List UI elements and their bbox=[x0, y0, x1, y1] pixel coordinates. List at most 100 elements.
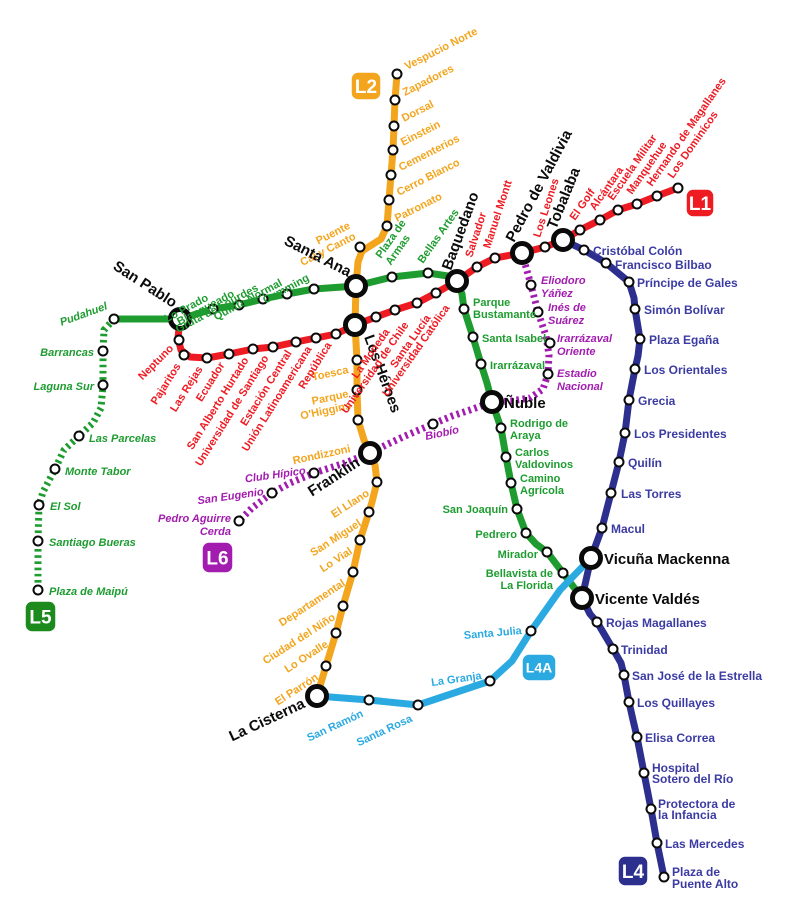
station-santa-rosa bbox=[412, 699, 424, 711]
station-san-jose-de-la-estrella bbox=[618, 669, 630, 681]
station-quilin bbox=[613, 456, 625, 468]
station-plaza-de-armas bbox=[386, 271, 398, 283]
station-el-golf bbox=[574, 224, 586, 236]
station-el-parron bbox=[320, 660, 332, 672]
station-baquedano bbox=[445, 269, 469, 293]
station-toesca bbox=[351, 354, 363, 366]
metro-stations-layer bbox=[32, 68, 684, 883]
station-plaza-de-maipu bbox=[32, 584, 44, 596]
station-protectora-de-la-infancia bbox=[645, 803, 657, 815]
station-los-leones bbox=[539, 241, 551, 253]
station-trinidad bbox=[607, 643, 619, 655]
station-san-miguel bbox=[363, 506, 375, 518]
label-las-parcelas: Las Parcelas bbox=[89, 433, 156, 445]
station-manuel-montt bbox=[489, 252, 501, 264]
station-la-granja bbox=[484, 675, 496, 687]
station-vicuna-mackenna bbox=[579, 546, 603, 570]
station-vicente-valdes bbox=[570, 586, 594, 610]
line-l4 bbox=[559, 236, 668, 881]
station-plaza-egana bbox=[634, 333, 646, 345]
station-san-ramon bbox=[363, 694, 375, 706]
station-santa-ana bbox=[344, 274, 368, 298]
station-san-alberto-hurtado bbox=[247, 343, 259, 355]
label-las-mercedes: Las Mercedes bbox=[665, 837, 745, 851]
station-la-moneda bbox=[370, 311, 382, 323]
label-santa-julia: Santa Julia bbox=[463, 625, 523, 642]
station-laguna-sur bbox=[97, 379, 109, 391]
label-francisco-bilbao: Francisco Bilbao bbox=[615, 258, 712, 272]
station-los-presidentes bbox=[619, 427, 631, 439]
station-santiago-bueras bbox=[32, 535, 44, 547]
label-quilin: Quilín bbox=[628, 456, 662, 470]
badge-l2: L2 bbox=[350, 71, 382, 101]
station-camino-agricola bbox=[505, 477, 517, 489]
station-vespucio-norte bbox=[391, 68, 403, 80]
station-pudahuel bbox=[108, 313, 120, 325]
station-cerro-blanco bbox=[383, 194, 395, 206]
station-simon-bolivar bbox=[629, 303, 641, 315]
label-santiago-bueras: Santiago Bueras bbox=[49, 537, 136, 549]
station-lo-ovalle bbox=[330, 627, 342, 639]
label-plaza-de-armas: Plaza deArmas bbox=[374, 218, 419, 268]
label-santa-isabel: Santa Isabel bbox=[482, 333, 546, 345]
label-pudahuel: Pudahuel bbox=[58, 300, 110, 329]
label-cristobal-colon: Cristóbal Colón bbox=[593, 244, 682, 258]
label-vicuna-mackenna: Vicuña Mackenna bbox=[604, 551, 730, 568]
station-carlos-valdovinos bbox=[500, 451, 512, 463]
station-las-parcelas bbox=[73, 430, 85, 442]
station-hospital-sotero-del-rio bbox=[638, 767, 650, 779]
badge-l5-label: L5 bbox=[29, 607, 52, 628]
station-nuble bbox=[480, 390, 504, 414]
station-santa-isabel bbox=[467, 331, 479, 343]
station-las-mercedes bbox=[651, 837, 663, 849]
station-la-cisterna bbox=[305, 684, 329, 708]
station-ecuador bbox=[223, 348, 235, 360]
label-grecia: Grecia bbox=[638, 394, 676, 408]
badge-l5: L5 bbox=[24, 600, 57, 633]
label-principe-de-gales: Príncipe de Gales bbox=[637, 276, 738, 290]
station-parque-o-higgins bbox=[351, 384, 363, 396]
station-cumming bbox=[308, 283, 320, 295]
station-universidad-de-chile bbox=[389, 304, 401, 316]
label-vespucio-norte: Vespucio Norte bbox=[403, 26, 480, 73]
station-quinta-normal bbox=[281, 288, 293, 300]
station-principe-de-gales bbox=[623, 276, 635, 288]
station-los-heroes bbox=[343, 313, 367, 337]
station-eliodoro-yanez bbox=[525, 279, 537, 291]
label-trinidad: Trinidad bbox=[621, 643, 668, 657]
station-elisa-correa bbox=[631, 731, 643, 743]
station-zapadores bbox=[389, 94, 401, 106]
station-rondizzoni bbox=[352, 414, 364, 426]
station-universidad-de-santiago bbox=[267, 341, 279, 353]
label-san-pablo: San Pablo bbox=[110, 258, 180, 312]
station-cementerios bbox=[385, 169, 397, 181]
station-manquehue bbox=[631, 198, 643, 210]
station-tobalaba bbox=[551, 228, 575, 252]
badge-l4: L4 bbox=[617, 855, 649, 887]
station-blanqueado bbox=[233, 299, 245, 311]
station-irarrazaval bbox=[475, 358, 487, 370]
station-los-dominicos bbox=[672, 182, 684, 194]
station-departamental bbox=[347, 566, 359, 578]
station-neptuno bbox=[173, 334, 185, 346]
label-la-cisterna: La Cisterna bbox=[226, 695, 308, 745]
badge-l6: L6 bbox=[201, 541, 234, 574]
line-l2 bbox=[313, 70, 401, 700]
label-simon-bolivar: Simón Bolívar bbox=[644, 303, 725, 317]
station-bellas-artes bbox=[422, 267, 434, 279]
station-puente-cal-y-canto bbox=[354, 241, 366, 253]
line-l1 bbox=[174, 184, 682, 362]
station-las-rejas bbox=[201, 352, 213, 364]
station-ines-de-suarez bbox=[532, 306, 544, 318]
label-irarrazaval: Irarrázaval bbox=[490, 360, 545, 372]
station-irarrazaval-oriente bbox=[544, 337, 556, 349]
